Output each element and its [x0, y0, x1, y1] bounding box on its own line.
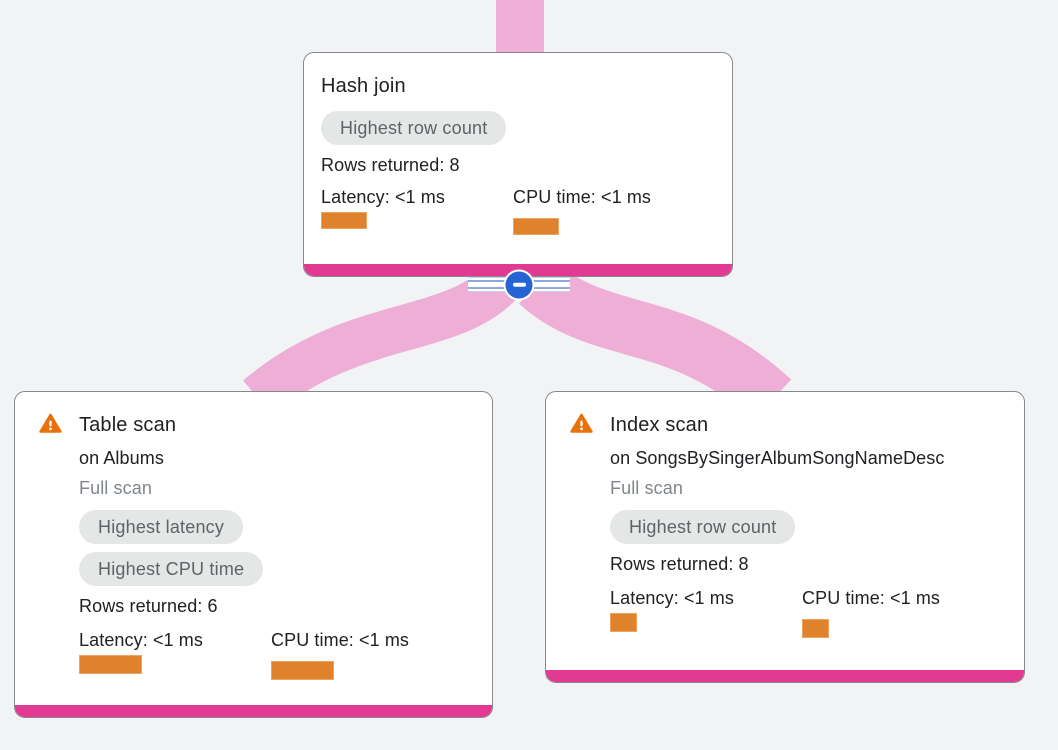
cpu-time-metric: CPU time: <1 ms — [271, 629, 463, 680]
collapse-node-control[interactable] — [468, 271, 570, 298]
cpu-time-label: CPU time: <1 ms — [802, 588, 941, 608]
cpu-time-bar — [513, 218, 559, 235]
node-accent-bar — [546, 670, 1024, 682]
node-accent-bar — [15, 705, 492, 717]
node-title: Index scan — [610, 414, 709, 436]
plan-node-hash-join[interactable]: Hash join Highest row count Rows returne… — [303, 52, 733, 277]
badge-highest-latency: Highest latency — [79, 510, 244, 544]
scan-source: on SongsBySingerAlbumSongNameDesc — [610, 448, 945, 468]
cpu-time-bar — [802, 619, 829, 638]
scan-source: on Albums — [79, 448, 164, 468]
rows-returned-text: Rows returned: 8 — [321, 155, 460, 175]
cpu-time-metric: CPU time: <1 ms — [802, 587, 994, 638]
rows-returned-text: Rows returned: 8 — [610, 554, 749, 574]
edge-hash-join-to-table-scan — [243, 266, 517, 416]
latency-bar — [79, 655, 142, 674]
latency-metric: Latency: <1 ms — [321, 186, 513, 235]
warning-icon — [570, 413, 593, 433]
edge-parent-to-hash-join — [496, 0, 544, 54]
cpu-time-label: CPU time: <1 ms — [513, 187, 652, 207]
collapse-button[interactable] — [505, 271, 533, 298]
latency-label: Latency: <1 ms — [321, 187, 445, 207]
cpu-time-label: CPU time: <1 ms — [271, 630, 410, 650]
minus-icon — [512, 282, 526, 287]
plan-node-table-scan[interactable]: Table scan on Albums Full scan Highest l… — [14, 391, 493, 718]
latency-metric: Latency: <1 ms — [610, 587, 802, 638]
latency-bar — [610, 613, 637, 632]
rows-returned-text: Rows returned: 6 — [79, 596, 218, 616]
edge-hash-join-to-index-scan — [519, 261, 792, 421]
latency-metric: Latency: <1 ms — [79, 629, 271, 680]
latency-label: Latency: <1 ms — [79, 630, 203, 650]
node-title: Hash join — [321, 75, 406, 97]
plan-node-index-scan[interactable]: Index scan on SongsBySingerAlbumSongName… — [545, 391, 1025, 683]
node-title: Table scan — [79, 414, 177, 436]
cpu-time-bar — [271, 661, 334, 680]
badge-highest-row-count: Highest row count — [610, 510, 796, 544]
cpu-time-metric: CPU time: <1 ms — [513, 186, 705, 235]
badge-highest-cpu-time: Highest CPU time — [79, 552, 264, 586]
warning-icon — [39, 413, 62, 433]
node-accent-bar — [304, 264, 732, 276]
scan-mode: Full scan — [79, 478, 152, 498]
latency-bar — [321, 212, 367, 229]
scan-mode: Full scan — [610, 478, 683, 498]
latency-label: Latency: <1 ms — [610, 588, 734, 608]
badge-highest-row-count: Highest row count — [321, 111, 507, 145]
